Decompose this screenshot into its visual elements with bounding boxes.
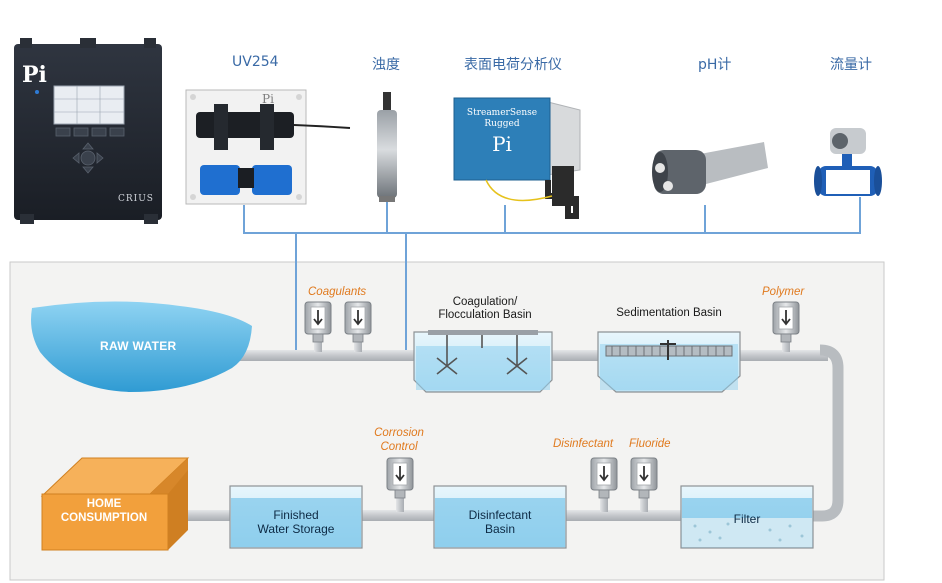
label-turbidity: 浊度 (372, 57, 400, 73)
corrosion-label-2: Control (380, 441, 418, 453)
home-label-1: HOME (86, 498, 122, 510)
corrosion-label-1: Corrosion (374, 427, 424, 439)
finished-label-2: Water Storage (257, 522, 335, 536)
coag-basin-label-1: Coagulation/ (452, 296, 518, 308)
raw-water-lake (31, 301, 252, 392)
disinfectant-label: Disinfectant (553, 438, 614, 450)
streamer-subtitle: Rugged (484, 119, 520, 129)
streamer-brand: Pi (492, 132, 512, 156)
finished-water-tank (229, 485, 363, 549)
label-flow: 流量计 (830, 57, 872, 73)
finished-label-1: Finished (273, 508, 319, 522)
home-house (40, 457, 190, 551)
home-label-2: CONSUMPTION (60, 512, 148, 524)
controller-model: CRIUS (118, 194, 154, 204)
disinf-basin-label-1: Disinfectant (468, 508, 532, 522)
raw-water-label: RAW WATER (100, 339, 177, 353)
label-surface-charge: 表面电荷分析仪 (464, 57, 562, 73)
ph-sensor (652, 142, 768, 194)
coagulants-label: Coagulants (308, 286, 367, 298)
turbidity-probe (377, 92, 397, 202)
coag-basin-label-2: Flocculation Basin (438, 309, 532, 321)
flow-meter (814, 128, 882, 196)
label-ph: pH计 (698, 57, 732, 73)
polymer-label: Polymer (762, 286, 805, 298)
fluoride-label: Fluoride (629, 438, 671, 450)
disinf-basin-label-2: Basin (484, 522, 516, 536)
label-uv254: UV254 (232, 54, 279, 70)
surface-charge-analyzer (453, 97, 581, 219)
filter-label: Filter (733, 512, 761, 526)
sedimentation-label: Sedimentation Basin (616, 307, 722, 319)
controller-brand: Pi (22, 62, 47, 88)
crius-controller (14, 38, 162, 224)
uv254-analyzer (185, 89, 351, 205)
streamer-title: StreamerSense (466, 108, 538, 118)
filter-tank (680, 485, 814, 549)
uv254-brand: Pi (262, 92, 274, 106)
disinfectant-tank (433, 485, 567, 549)
